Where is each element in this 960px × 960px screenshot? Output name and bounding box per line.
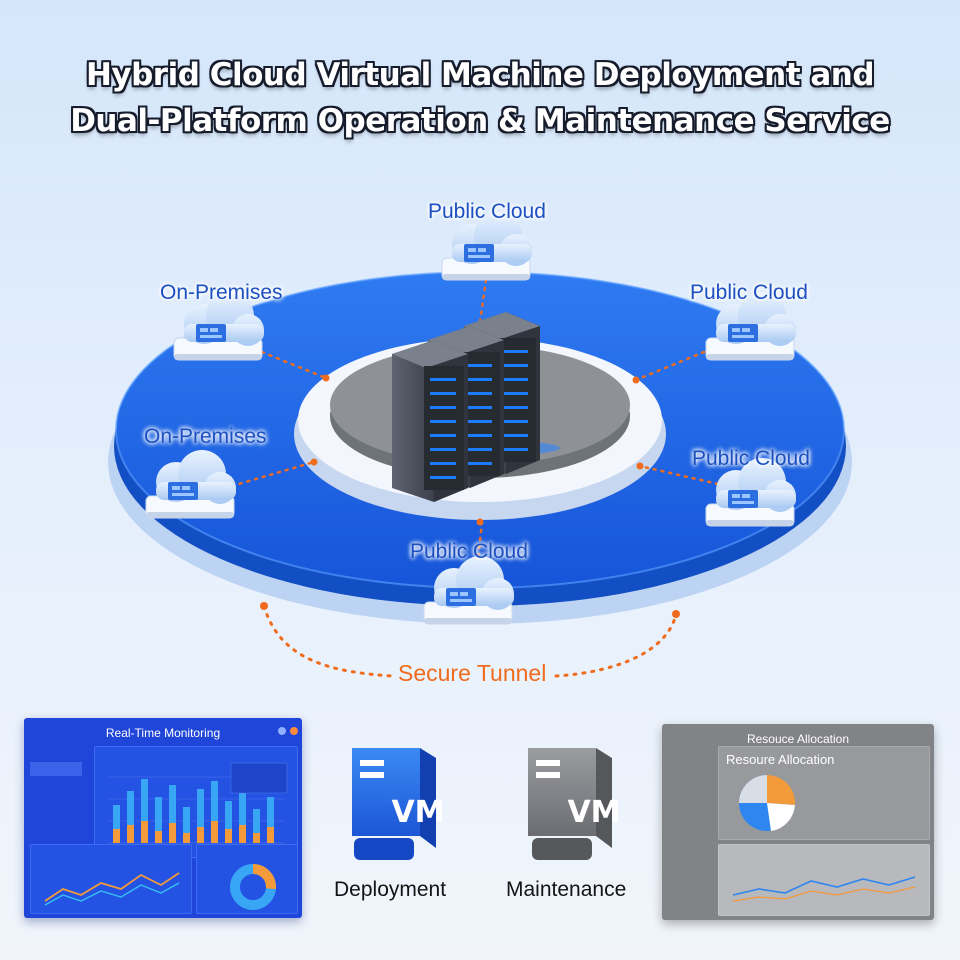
allocation-panel-subtitle: Resoure Allocation: [726, 752, 835, 767]
window-close-icon: [290, 727, 298, 735]
resource-allocation-panel: Resouce Allocation: [662, 724, 934, 920]
deployment-caption: Deployment: [334, 878, 447, 901]
real-time-monitoring-panel: Real-Time Monitoring: [24, 718, 302, 918]
donut-graphic: [230, 864, 276, 910]
line-chart-graphic: [44, 872, 180, 906]
pie-chart-graphic: [739, 774, 796, 831]
allocation-sidebar: [668, 768, 720, 864]
diagram-title: Hybrid Cloud Virtual Machine Deployment …: [0, 52, 960, 144]
allocation-panel-title: Resouce Allocation: [746, 732, 850, 746]
monitoring-panel-title: Real-Time Monitoring: [105, 726, 221, 740]
monitoring-bar-chart: [94, 746, 298, 858]
label-upper-left-on-premises: On-Premises: [160, 281, 283, 304]
monitoring-line-chart: [30, 844, 192, 914]
title-line-2: Dual-Platform Operation & Maintenance Se…: [70, 103, 890, 139]
vm-deployment-icon: VM: [352, 748, 445, 860]
monitoring-sidebar: [30, 762, 82, 874]
label-lower-right-public-cloud: Public Cloud: [692, 447, 810, 470]
label-upper-right-public-cloud: Public Cloud: [690, 281, 808, 304]
vm-maintenance-icon: VM: [528, 748, 621, 860]
bar-chart-graphic: [109, 762, 288, 844]
monitoring-donut-chart: [196, 844, 298, 914]
window-dot-icon: [278, 727, 286, 735]
title-line-1: Hybrid Cloud Virtual Machine Deployment …: [85, 57, 875, 93]
maintenance-caption: Maintenance: [506, 878, 627, 901]
secure-tunnel-label: Secure Tunnel: [398, 660, 547, 686]
label-bottom-public-cloud: Public Cloud: [410, 540, 528, 563]
label-top-public-cloud: Public Cloud: [428, 200, 546, 223]
secure-tunnel-arc: [262, 604, 678, 678]
allocation-pie-panel: [718, 746, 930, 840]
vm-deployment-text: VM: [391, 795, 444, 830]
label-lower-left-on-premises: On-Premises: [144, 425, 267, 448]
vm-maintenance-text: VM: [567, 795, 620, 830]
allocation-line-panel: [718, 844, 930, 916]
allocation-line-graphic: [732, 876, 916, 902]
